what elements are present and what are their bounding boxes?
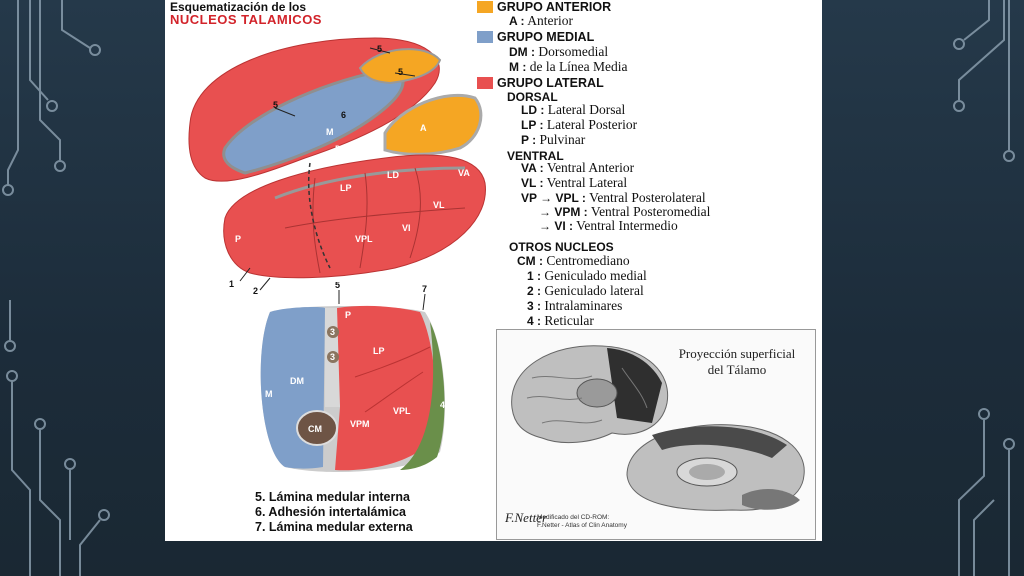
label-m: M (326, 127, 334, 137)
brain-medial-view (626, 424, 805, 511)
section-label-5: 5 (335, 282, 340, 290)
circuit-decoration-left (2, 0, 110, 576)
projection-panel: Proyección superficial del Tálamo F.Nett… (496, 329, 816, 540)
legend-item: P : Pulvinar (521, 132, 586, 147)
section-label-4: 4 (440, 400, 445, 410)
legend-group-lateral: GRUPO LATERAL (477, 76, 604, 90)
legend-subheading-dorsal: DORSAL (507, 90, 558, 104)
label-1: 1 (229, 279, 234, 289)
legend-item: → VI : Ventral Intermedio (539, 218, 678, 233)
legend-item: VA : Ventral Anterior (521, 160, 635, 175)
legend-item: VL : Ventral Lateral (521, 175, 628, 190)
projection-credit: Modificado del CD-ROM: F.Netter - Atlas … (537, 514, 627, 529)
section-label-3a: 3 (330, 327, 335, 337)
legend-heading-otros: OTROS NUCLEOS (509, 240, 614, 254)
netter-signature: F.Netter (505, 510, 548, 525)
legend-item: 4 : Reticular (527, 313, 594, 328)
laminas-list: 5. Lámina medular interna 6. Adhesión in… (255, 490, 413, 535)
legend-heading: GRUPO MEDIAL (497, 30, 595, 44)
legend-group-medial: GRUPO MEDIAL (477, 30, 594, 44)
section-label-lp: LP (373, 346, 385, 356)
diagram-subtitle: Esquematización de los (170, 0, 307, 14)
section-label-m: M (265, 389, 273, 399)
label-vl: VL (433, 200, 445, 210)
projection-title-line: Proyección superficial (678, 346, 796, 361)
legend-item: 2 : Geniculado lateral (527, 283, 644, 298)
label-vi: VI (402, 223, 411, 233)
legend-item: LD : Lateral Dorsal (521, 102, 626, 117)
legend-item: M : de la Línea Media (509, 59, 628, 74)
section-label-cm: CM (308, 424, 322, 434)
diagram-title: NUCLEOS TALAMICOS (170, 12, 322, 27)
legend-item: → VPM : Ventral Posteromedial (539, 204, 711, 219)
anterior-swatch (477, 1, 493, 13)
legend-item: A : Anterior (509, 13, 573, 28)
section-label-p: P (345, 310, 351, 320)
label-5b: 5 (398, 67, 403, 77)
projection-title: Proyección superficial del Tálamo (667, 346, 807, 378)
legend-item: 1 : Geniculado medial (527, 268, 647, 283)
legend-item: LP : Lateral Posterior (521, 117, 638, 132)
section-label-dm: DM (290, 376, 304, 386)
thalamus-diagram-slide: Esquematización de los NUCLEOS TALAMICOS… (165, 0, 822, 541)
section-label-vpl: VPL (393, 406, 411, 416)
brain-lateral-view (511, 345, 669, 443)
label-5c: 5 (273, 100, 278, 110)
projection-title-line: del Tálamo (707, 362, 767, 377)
label-va: VA (458, 168, 470, 178)
label-lp: LP (340, 183, 352, 193)
label-a: A (420, 123, 427, 133)
legend-group-anterior: GRUPO ANTERIOR (477, 0, 611, 14)
legend-heading: GRUPO ANTERIOR (497, 0, 612, 14)
thalamus-section-illustration: 5 7 P 3 3 LP M DM VPL 4 CM VPM (260, 282, 445, 472)
lateral-swatch (477, 77, 493, 89)
label-vpl: VPL (355, 234, 373, 244)
lamina-item: 6. Adhesión intertalámica (255, 505, 406, 519)
legend-item: 3 : Intralaminares (527, 298, 623, 313)
lamina-item: 5. Lámina medular interna (255, 490, 410, 504)
legend-item: VP → VPL : Ventral Posterolateral (521, 190, 706, 205)
label-5a: 5 (377, 44, 382, 54)
legend-item: DM : Dorsomedial (509, 44, 609, 59)
section-label-7: 7 (422, 284, 427, 294)
medial-swatch (477, 31, 493, 43)
label-ld: LD (387, 170, 399, 180)
label-p: P (235, 234, 241, 244)
label-2: 2 (253, 286, 258, 296)
label-dm: DM (335, 144, 349, 154)
legend-heading: GRUPO LATERAL (497, 76, 604, 90)
lamina-item: 7. Lámina medular externa (255, 520, 413, 534)
legend-item: CM : Centromediano (517, 253, 630, 268)
thalamus-3d-illustration: 5 5 5 6 M DM A LD VA LP VL P VPL VI 1 2 (188, 37, 486, 296)
section-label-3b: 3 (330, 352, 335, 362)
circuit-decoration-right (953, 0, 1015, 576)
legend-subheading-ventral: VENTRAL (507, 149, 564, 163)
section-label-vpm: VPM (350, 419, 370, 429)
label-6: 6 (341, 110, 346, 120)
